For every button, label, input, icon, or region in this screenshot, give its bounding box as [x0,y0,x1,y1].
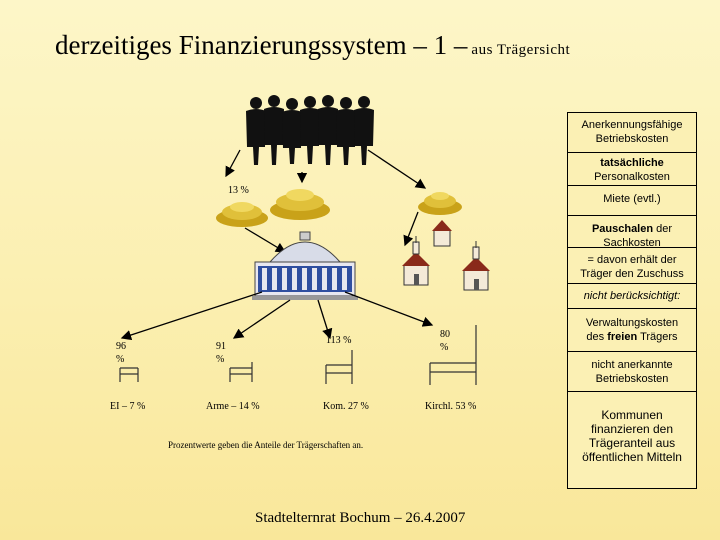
percent-arme: 91% [216,341,226,365]
title-main: derzeitiges Finanzierungssystem – 1 – [55,30,468,60]
chair-ei-icon [119,367,139,382]
coins-pile-right-icon [418,192,462,215]
box-zuschuss: = davon erhält der Träger den Zuschuss [568,248,696,284]
footer-text: Stadtelternrat Bochum – 26.4.2007 [255,510,466,526]
top-percent-label: 13 % [228,185,249,196]
box-personalkosten: tatsächliche Personalkosten [568,153,696,186]
box-pauschalen: Pauschalen der Sachkosten [568,216,696,249]
percent-kirchl: 80% [440,329,450,353]
box-kommunen: Kommunen finanzieren den Trägeranteil au… [582,408,682,464]
box-nicht-anerkannte: nicht anerkannte Betriebskosten [568,352,696,392]
church-center-icon [432,220,452,247]
bench-icons [119,325,477,385]
percent-ei: 96% [116,341,126,365]
category-arme: Arme – 14 % [206,401,260,412]
box-miete: Miete (evtl.) [568,186,696,216]
title-sub: aus Trägersicht [471,42,571,58]
coins-pile-center-icon [270,189,330,220]
category-kirchl: Kirchl. 53 % [425,401,477,412]
box-anerkennungsfaehige-betriebskosten: Anerkennungsfähige Betriebskosten [568,113,696,153]
distribution-arrows [120,291,434,341]
category-ei: EI – 7 % [110,401,146,412]
coins-pile-left-icon [216,202,268,227]
chair-kirchl-icon [429,325,477,385]
footnote: Prozentwerte geben die Anteile der Träge… [168,440,364,450]
town-hall-icon [252,231,358,300]
chair-arme-icon [229,362,253,382]
percent-kom: 113 % [326,335,352,346]
box-verwaltungskosten: Verwaltungskosten des freien Trägers [568,309,696,352]
slide-title: derzeitiges Finanzierungssystem – 1 – au… [55,30,570,61]
box-nicht-beruecksichtigt: nicht berücksichtigt: [568,284,696,309]
church-right-icon [462,241,490,291]
chair-kom-icon [325,350,353,384]
people-group-icon [246,95,374,165]
cost-panel: Anerkennungsfähige Betriebskosten tatsäc… [567,112,697,489]
category-kom: Kom. 27 % [323,401,369,412]
funding-arrows [225,149,427,253]
church-left-icon [402,236,430,286]
